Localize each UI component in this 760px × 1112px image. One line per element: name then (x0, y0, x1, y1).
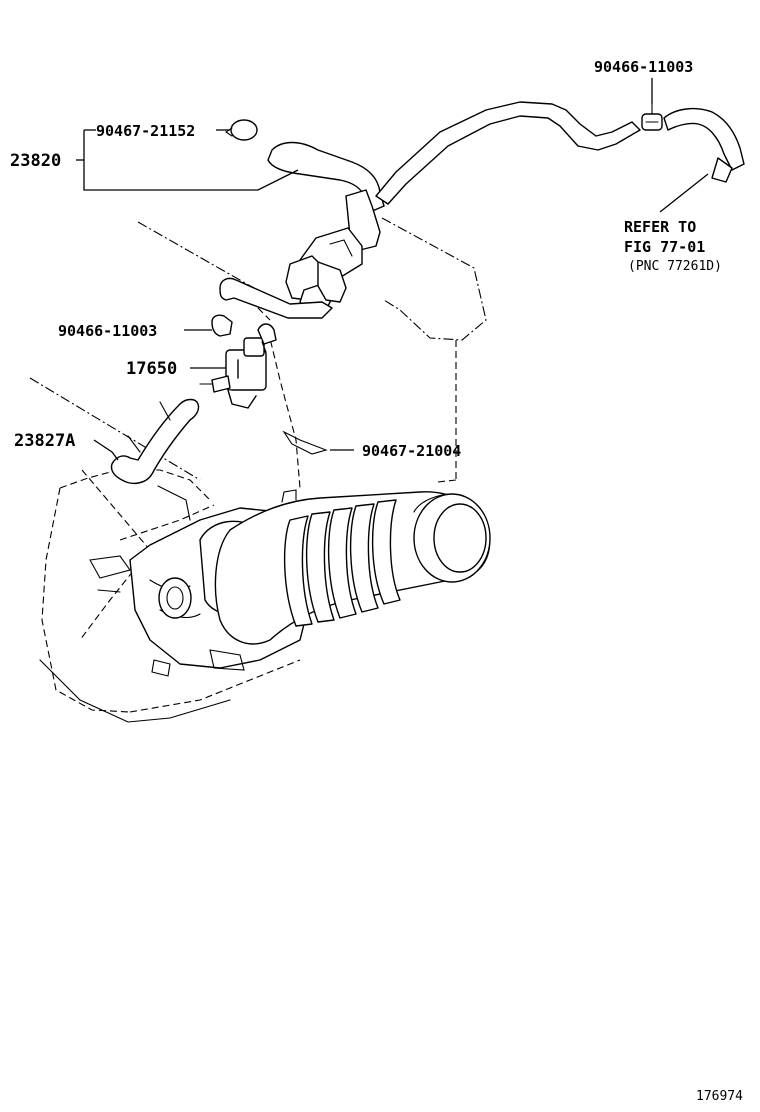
hose-clamp-left (211, 314, 233, 337)
clip-90467-21004 (282, 430, 328, 455)
hose-23827A (110, 398, 200, 485)
leader-lines (76, 78, 709, 483)
label-refer-line-3: (PNC 77261D) (628, 259, 722, 274)
vsv-17650 (199, 323, 277, 409)
label-part-23820: 23820 (10, 151, 61, 171)
air-cleaner-hose (214, 489, 491, 645)
hose-clamp-top (641, 103, 663, 131)
label-part-90467-21152: 90467-21152 (96, 122, 195, 140)
label-part-90466-11003-left: 90466-11003 (58, 322, 157, 340)
label-refer-line-2: FIG 77-01 (624, 238, 705, 256)
label-part-90467-21004: 90467-21004 (362, 442, 461, 460)
label-part-90466-11003-top: 90466-11003 (594, 58, 693, 76)
clip-90467-21152 (225, 119, 258, 141)
label-part-23827A: 23827A (14, 431, 75, 451)
hose-assembly-23820 (219, 101, 745, 319)
label-part-17650: 17650 (126, 359, 177, 379)
illustration-id: 176974 (696, 1089, 743, 1104)
engine-block-outline (29, 217, 487, 723)
label-refer-line-1: REFER TO (624, 218, 696, 236)
